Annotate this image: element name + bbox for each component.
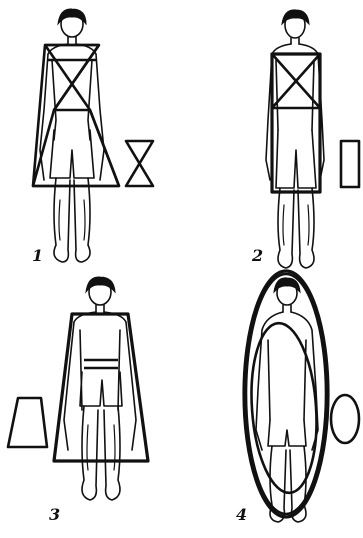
trapezoid-icon xyxy=(8,398,47,447)
panel-label-3: 3 xyxy=(49,505,60,524)
hourglass-outline-1 xyxy=(33,45,119,186)
panel-label-1: 1 xyxy=(32,246,43,265)
figure-2-body xyxy=(266,10,324,268)
figure-4-body xyxy=(256,278,318,522)
oval-outline-4 xyxy=(244,271,328,517)
oval-icon xyxy=(331,395,359,443)
panel-label-4: 4 xyxy=(236,505,247,524)
panel-3: 3 xyxy=(8,277,148,524)
panel-4: 4 xyxy=(236,271,359,524)
panel-label-2: 2 xyxy=(251,246,263,265)
figure-1-body xyxy=(40,9,104,262)
rectangle-icon xyxy=(341,141,359,187)
figure-3-body xyxy=(64,277,136,500)
panel-2: 2 xyxy=(251,10,359,268)
panel-1: 1 xyxy=(32,9,153,265)
hourglass-icon xyxy=(126,141,153,186)
